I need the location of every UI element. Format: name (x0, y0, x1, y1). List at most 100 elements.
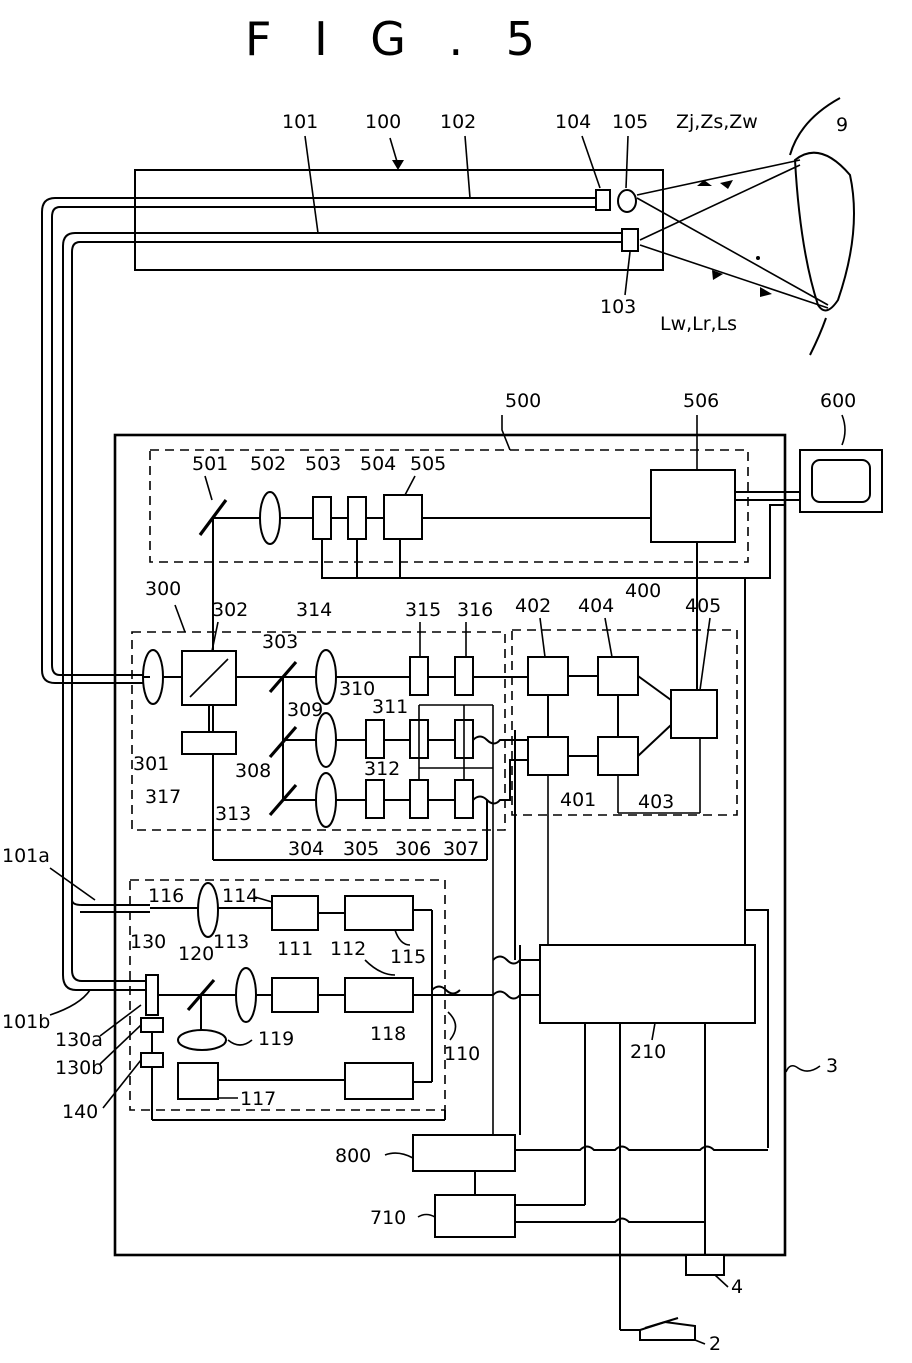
blocks-800-710: 800 710 (335, 1135, 768, 1237)
path-312-401 (473, 737, 528, 744)
label-zj-zs-zw: Zj,Zs,Zw (676, 111, 758, 133)
label-502: 502 (250, 453, 286, 475)
label-500: 500 (505, 390, 541, 412)
target-tissue-9 (790, 98, 854, 355)
path-307-401 (473, 760, 528, 804)
label-301: 301 (133, 753, 169, 775)
component-118 (345, 1063, 413, 1099)
label-313: 313 (215, 803, 251, 825)
component-117 (178, 1063, 218, 1099)
path-210-left (493, 957, 540, 964)
leader-102 (465, 136, 470, 198)
leader-119 (228, 1040, 252, 1045)
label-115: 115 (390, 946, 426, 968)
leader-404 (605, 618, 612, 657)
label-130a: 130a (55, 1029, 103, 1051)
figure-title: F I G . 5 (245, 12, 549, 66)
label-310: 310 (339, 678, 375, 700)
label-404: 404 (578, 595, 614, 617)
leader-110 (448, 1012, 456, 1040)
component-103 (622, 229, 638, 251)
label-303: 303 (262, 631, 298, 653)
component-112 (345, 978, 413, 1012)
label-304: 304 (288, 838, 324, 860)
section-400: 400 402 404 405 401 403 (512, 580, 737, 945)
leader-105 (626, 136, 628, 188)
label-3: 3 (826, 1055, 838, 1077)
lens-119 (178, 1030, 226, 1050)
section-500: 500 501 502 503 504 505 506 (150, 390, 800, 860)
label-104: 104 (555, 111, 591, 133)
dot (756, 256, 760, 260)
lens-314 (316, 650, 336, 704)
component-307 (455, 780, 473, 818)
lens-502 (260, 492, 280, 544)
leader-501 (205, 476, 212, 500)
label-119: 119 (258, 1028, 294, 1050)
leader-600 (842, 415, 845, 445)
label-118: 118 (370, 1023, 406, 1045)
label-101b: 101b (2, 1011, 50, 1033)
label-403: 403 (638, 791, 674, 813)
target-edge-bottom (810, 318, 826, 355)
label-503: 503 (305, 453, 341, 475)
probe-body (135, 170, 663, 270)
label-501: 501 (192, 453, 228, 475)
label-100: 100 (365, 111, 401, 133)
leader-103 (625, 252, 630, 295)
component-210 (540, 945, 755, 1023)
leader-140 (103, 1060, 141, 1108)
label-105: 105 (612, 111, 648, 133)
component-316 (455, 657, 473, 695)
component-104 (596, 190, 610, 210)
label-505: 505 (410, 453, 446, 475)
component-503 (313, 497, 331, 539)
leader-3 (786, 1066, 820, 1072)
component-115 (345, 896, 413, 930)
ray-4 (640, 245, 828, 308)
leader-505 (405, 476, 415, 495)
lens-113 (236, 968, 256, 1022)
leader-101 (305, 136, 318, 233)
label-314: 314 (296, 599, 332, 621)
external-connectors: 4 2 (620, 1255, 743, 1355)
component-317 (182, 732, 236, 754)
leader-115 (395, 930, 410, 945)
lens-304 (316, 773, 336, 827)
leader-101b (50, 990, 90, 1015)
label-300: 300 (145, 578, 181, 600)
component-130 (146, 975, 158, 1015)
monitor-600: 600 (800, 390, 882, 512)
path-404-405 (638, 676, 671, 700)
label-317: 317 (145, 786, 181, 808)
label-lw-lr-ls: Lw,Lr,Ls (660, 313, 737, 335)
leader-300 (175, 605, 185, 632)
component-800 (413, 1135, 515, 1171)
probe-100 (42, 170, 663, 990)
leader-2 (695, 1340, 705, 1344)
label-308: 308 (235, 760, 271, 782)
label-110: 110 (444, 1043, 480, 1065)
component-504 (348, 497, 366, 539)
label-316: 316 (457, 599, 493, 621)
label-401: 401 (560, 789, 596, 811)
target-hatch (795, 153, 854, 311)
bus-710-right (515, 1219, 705, 1223)
label-101: 101 (282, 111, 318, 133)
label-116: 116 (148, 885, 184, 907)
component-306 (410, 780, 428, 818)
target-edge-top (790, 98, 840, 155)
label-210: 210 (630, 1041, 666, 1063)
lens-309 (316, 713, 336, 767)
lens-114 (198, 883, 218, 937)
label-307: 307 (443, 838, 479, 860)
leader-4 (715, 1275, 728, 1287)
component-315 (410, 657, 428, 695)
label-112: 112 (330, 938, 366, 960)
label-113: 113 (213, 931, 249, 953)
label-117: 117 (240, 1088, 276, 1110)
lens-105 (618, 190, 636, 212)
component-405 (671, 690, 717, 738)
label-710: 710 (370, 1207, 406, 1229)
arrow-100 (392, 160, 404, 170)
